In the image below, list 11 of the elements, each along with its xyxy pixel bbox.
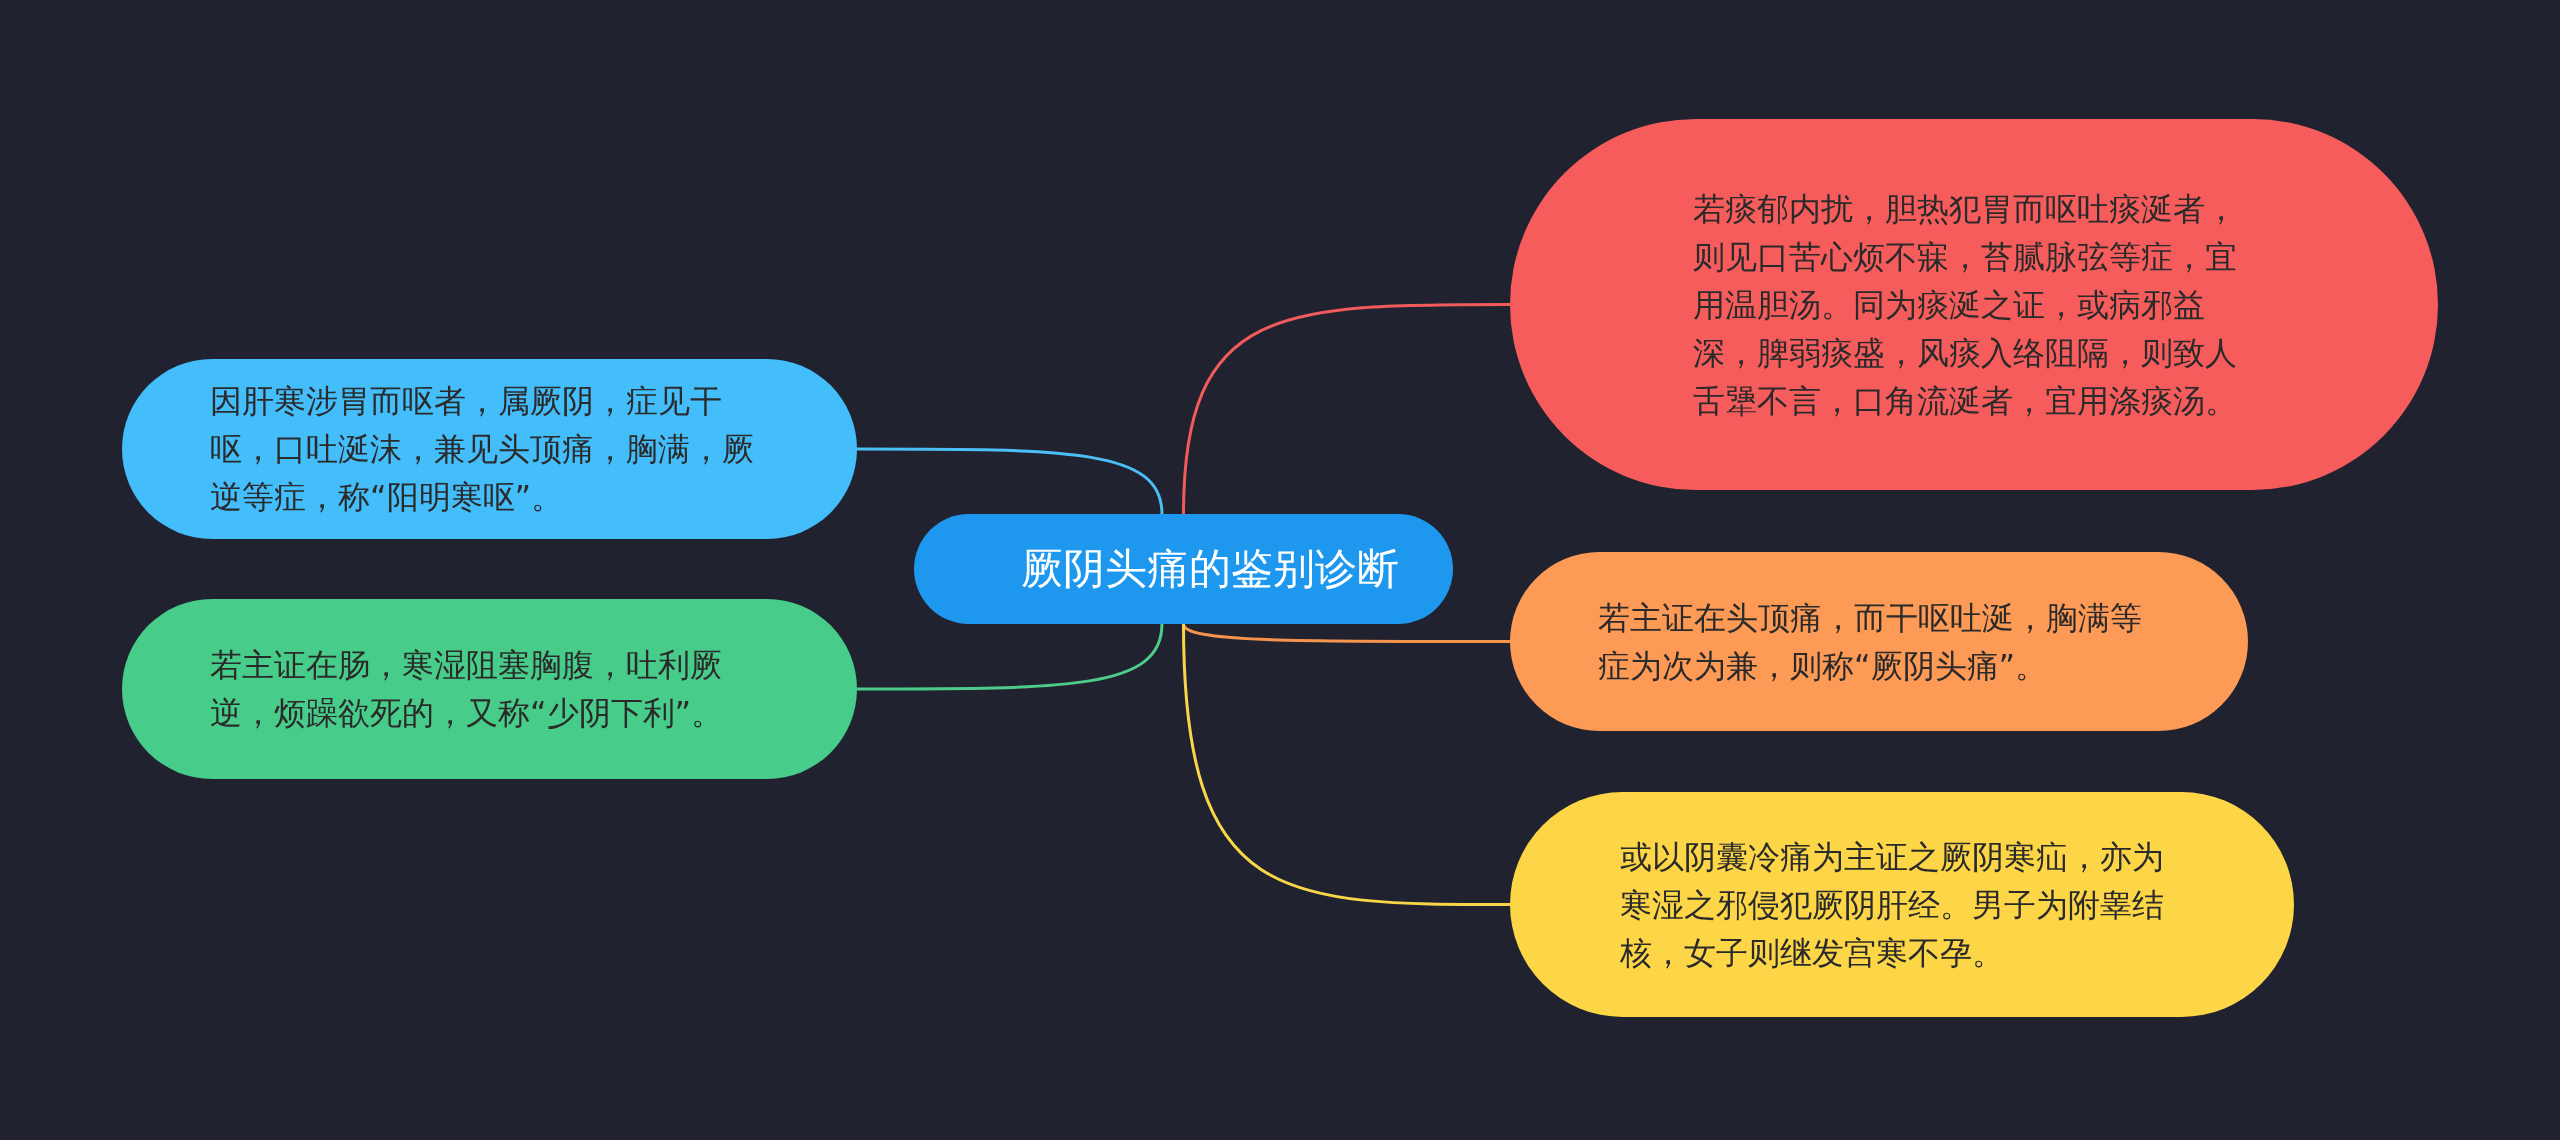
branch-text: 若痰郁内扰，胆热犯胃而呕吐痰涎者，则见口苦心烦不寐，苔腻脉弦等症，宜用温胆汤。同为痰涎之证，或病邪益深，脾弱痰盛，风痰入络阻隔，则致人舌犟不言，口角流涎者，宜用涤痰汤。 bbox=[1693, 188, 2238, 422]
connector-line bbox=[857, 447, 1164, 515]
branch-text: 若主证在头顶痛，而干呕吐涎，胸满等症为次为兼，则称“厥阴头痛”。 bbox=[1598, 597, 2143, 687]
branch-text: 若主证在肠，寒湿阻塞胸腹，吐利厥逆，烦躁欲死的，又称“少阴下利”。 bbox=[210, 645, 725, 734]
topic-title: 厥阴头痛的鉴别诊断 bbox=[1019, 543, 1400, 595]
connector-line bbox=[1182, 623, 1510, 643]
branch-text: 因肝寒涉胃而呕者，属厥阴，症见干呕，口吐涎沫，兼见头顶痛，胸满，厥逆等症，称“阳明寒呕”。 bbox=[210, 381, 755, 518]
branch-text: 或以阴囊冷痛为主证之厥阴寒疝，亦为寒湿之邪侵犯厥阴肝经。男子为附睾结核，女子则继发宫寒不孕。 bbox=[1620, 836, 2165, 974]
connector-line bbox=[857, 623, 1164, 691]
connector-line bbox=[1182, 303, 1510, 515]
connector-line bbox=[1182, 623, 1510, 906]
